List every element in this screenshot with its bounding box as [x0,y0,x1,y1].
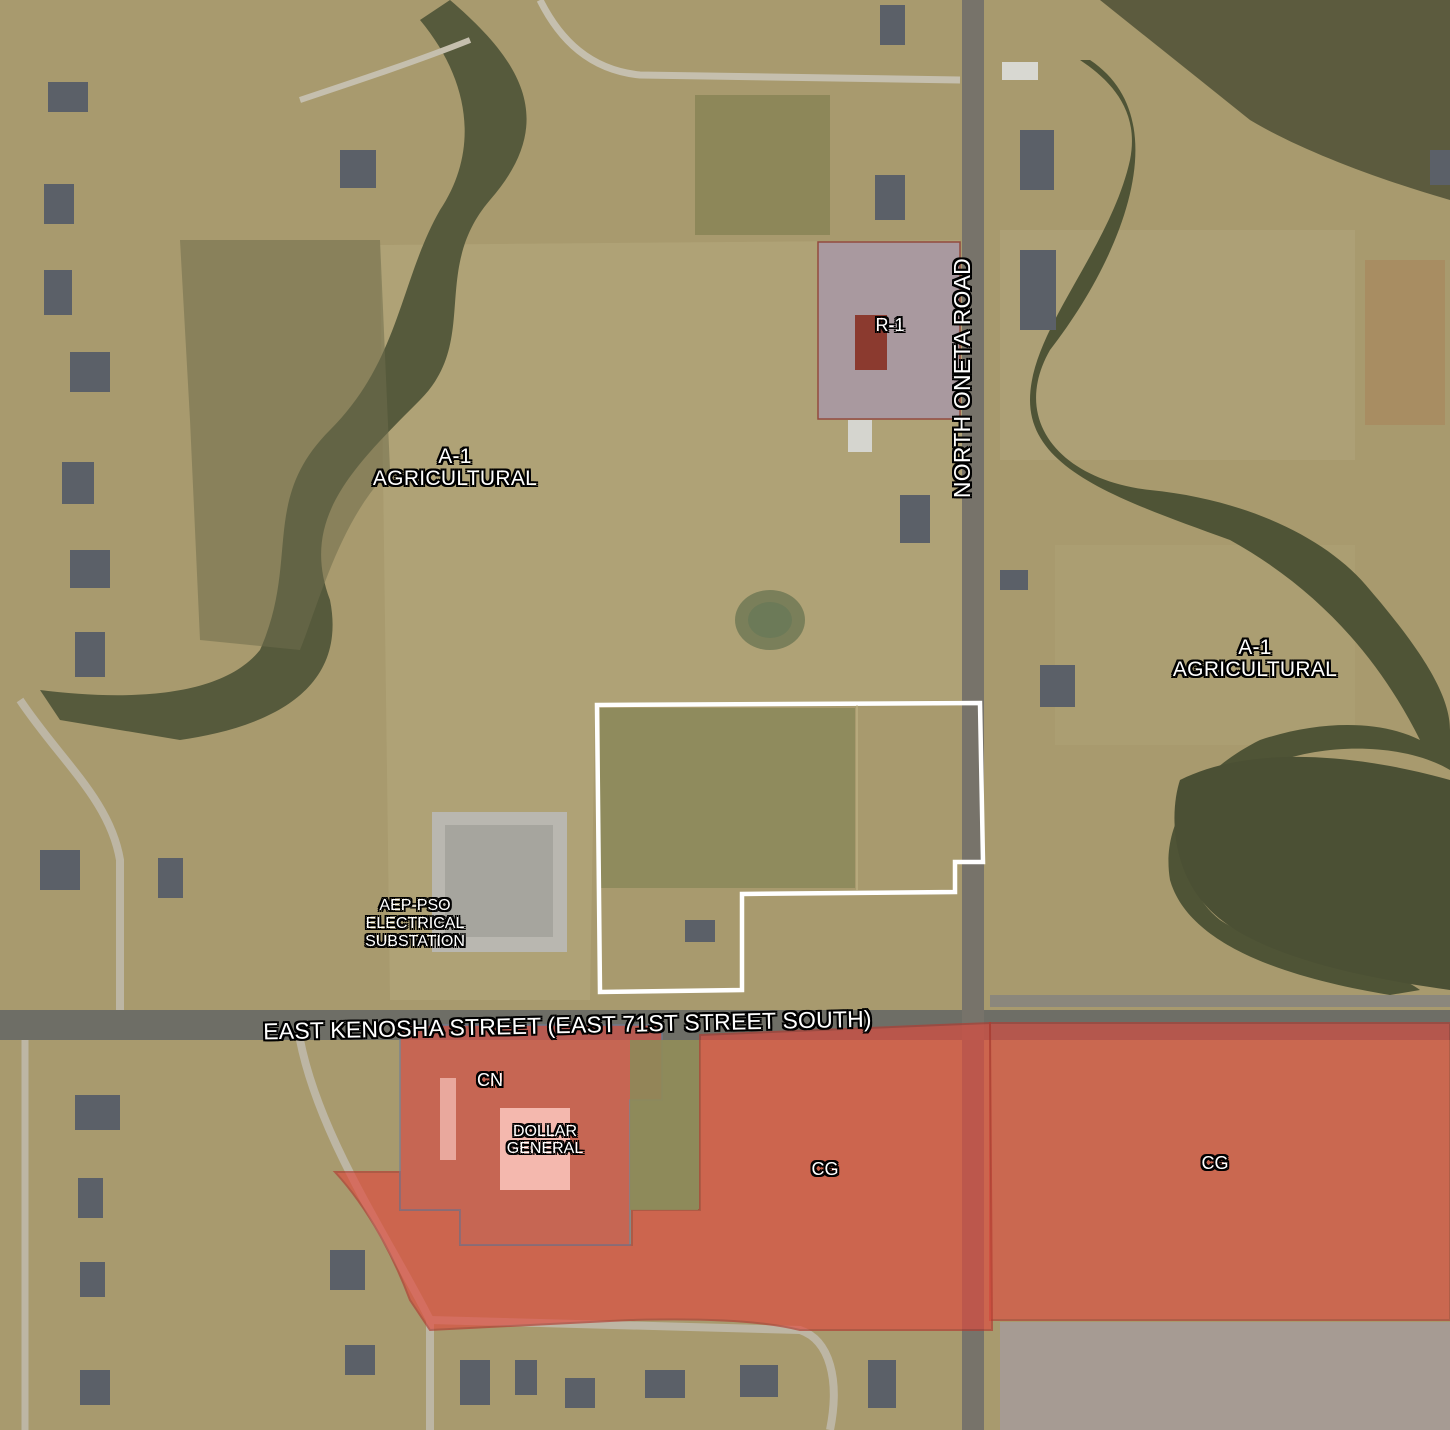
subject-property-outline [594,700,986,995]
large-field [380,240,975,1000]
dollar-general-building [500,1108,570,1190]
zone-label-cg-center: CG [811,1159,839,1179]
east-field [1000,230,1355,460]
zone-label-cn: CN [477,1070,503,1090]
west-woods [180,240,390,650]
houses [40,5,1450,1408]
zone-label-r1: R-1 [875,315,905,335]
zone-label-a1-east: A-1 AGRICULTURAL [1140,636,1370,682]
cg-zone-center [332,1021,994,1332]
r1-house [855,315,887,370]
residential-zone-south [1000,1322,1450,1430]
driveway-north [536,0,961,84]
zone-label-a1-west: A-1 AGRICULTURAL [340,445,570,491]
zone-label-cg-east: CG [1201,1153,1229,1173]
zone-name: AGRICULTURAL [372,467,538,491]
r1-zone-overlay [817,241,961,420]
crop-field [695,95,830,235]
east-creek-trees [1030,60,1450,995]
southeast-woods [1174,756,1450,990]
zone-code: A-1 [1238,636,1272,659]
west-side-road [16,697,124,1010]
substation-label: AEP-PSO ELECTRICAL SUBSTATION [365,897,465,950]
zone-code: A-1 [438,445,472,468]
cg-zone-east [989,1022,1450,1321]
dollar-general-label: DOLLAR GENERAL [506,1123,584,1157]
northeast-woods [1100,0,1450,200]
road-label-north-oneta: NORTH ONETA ROAD [948,258,975,499]
zone-name: AGRICULTURAL [1172,658,1338,682]
green-field [600,708,855,888]
east-field-2 [1365,260,1445,425]
